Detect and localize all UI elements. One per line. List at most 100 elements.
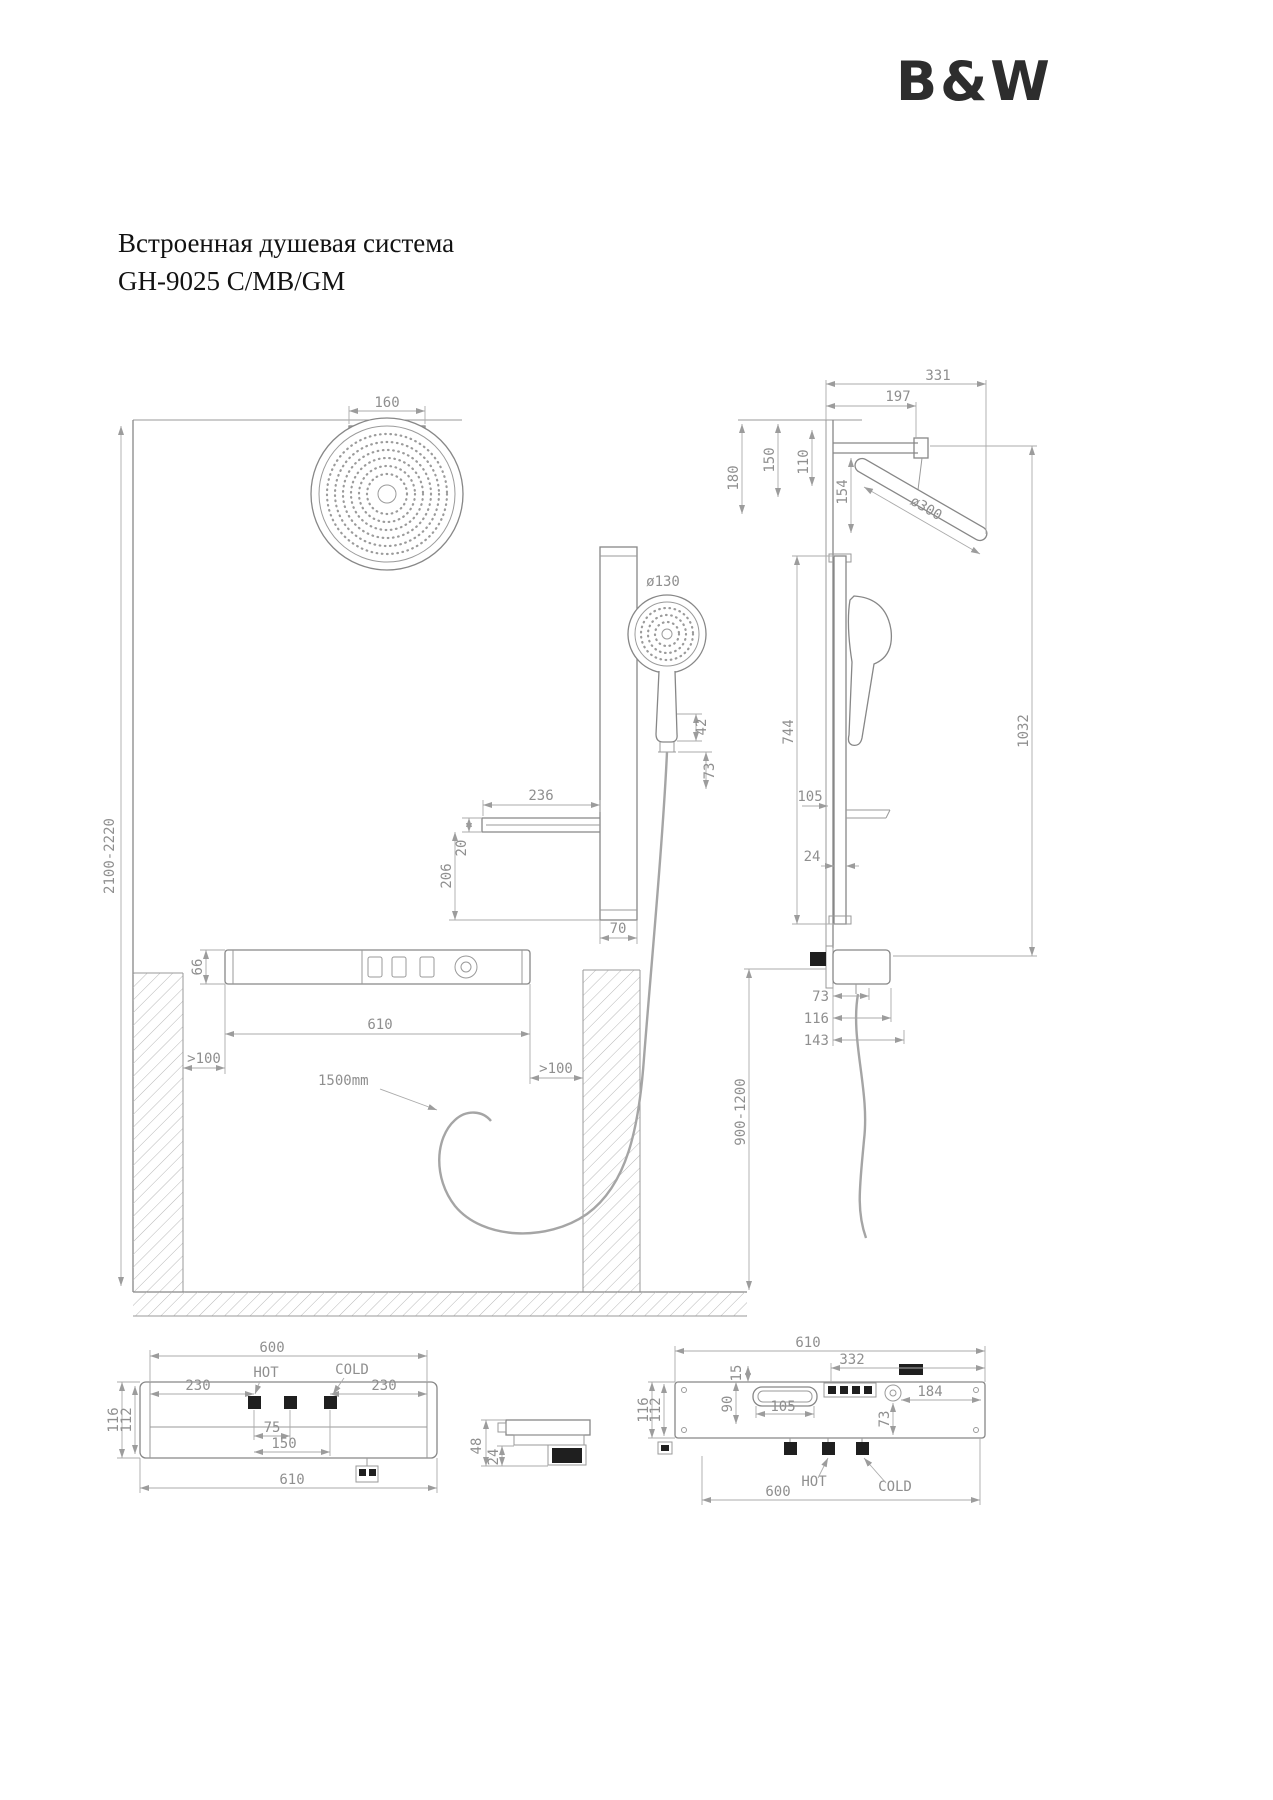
wall-hatch-right-edge — [582, 969, 641, 1292]
dim-label-48: 48 — [469, 1438, 485, 1455]
screw — [973, 1387, 979, 1393]
dim-label-143-side: 143 — [804, 1033, 829, 1049]
dim-label-150-plan: 150 — [271, 1436, 296, 1452]
overhead-shower-hub — [377, 484, 397, 504]
shower-hose — [438, 751, 669, 1235]
shower-column-caps — [600, 555, 637, 911]
dim-label-116-right: 116 — [636, 1397, 652, 1422]
dim-label-197: 197 — [885, 389, 910, 405]
screw — [973, 1427, 979, 1433]
outlet-port-2 — [822, 1442, 835, 1455]
dim-label-105-side: 105 — [797, 789, 822, 805]
dim-label-116-left: 116 — [106, 1407, 122, 1432]
label-hot-right: HOT — [801, 1474, 827, 1490]
dim-label-install-height: 2100-2220 — [102, 818, 118, 894]
cold-leader-right — [863, 1457, 887, 1484]
cold-leader-left — [332, 1377, 345, 1395]
side-tail-pin — [661, 1445, 669, 1451]
dim-label-90: 90 — [720, 1396, 736, 1413]
hand-shower-head — [627, 594, 707, 674]
floor-hatch — [133, 1292, 747, 1316]
dim-line-head-dia — [863, 486, 981, 555]
mixer-knob — [454, 955, 478, 979]
nozzle-ring — [325, 432, 449, 556]
dim-label-min-right: >100 — [539, 1061, 573, 1077]
mixer-button-2 — [391, 956, 407, 978]
dim-label-112-left: 112 — [119, 1407, 135, 1432]
dim-label-332: 332 — [839, 1352, 864, 1368]
hose-leader — [379, 1088, 438, 1111]
dim-label-66: 66 — [190, 959, 206, 976]
port-stems — [789, 1438, 863, 1442]
dim-label-min-left: >100 — [187, 1051, 221, 1067]
mixer-bar-caps — [232, 950, 523, 984]
dim-label-230-left: 230 — [185, 1378, 210, 1394]
hand-shower-handle — [655, 670, 678, 743]
mixer-body-side — [832, 949, 891, 985]
document-title: Встроенная душевая система GH-9025 C/MB/… — [118, 224, 454, 300]
inlet-port-3 — [324, 1396, 337, 1409]
screw — [681, 1387, 687, 1393]
inlet-port-2 — [284, 1396, 297, 1409]
nozzle-ring — [365, 472, 409, 516]
spout-shelf — [481, 817, 600, 833]
wall-hatch-right — [583, 970, 640, 1292]
mixer-bar — [224, 949, 531, 985]
spout-tab — [899, 1364, 923, 1375]
hand-shower-side — [847, 595, 893, 746]
dim-label-73-right: 73 — [877, 1411, 893, 1428]
head-pivot — [913, 437, 929, 459]
dim-label-15: 15 — [729, 1365, 745, 1382]
dim-label-184: 184 — [917, 1384, 942, 1400]
dim-label-112-right: 112 — [648, 1397, 664, 1422]
dim-label-610-right: 610 — [795, 1335, 820, 1351]
head-pivot-link — [917, 457, 923, 491]
dim-label-744: 744 — [781, 719, 797, 744]
overhead-shower-face — [318, 425, 456, 563]
label-cold-left: COLD — [335, 1362, 369, 1378]
dim-label-331: 331 — [925, 368, 950, 384]
dim-label-110: 110 — [796, 449, 812, 474]
bar-bottom-bracket — [828, 915, 852, 925]
section-view-mid: 48 24 — [469, 1419, 591, 1467]
nozzle-ring — [639, 606, 695, 662]
dim-ext-744 — [792, 555, 834, 925]
dim-label-600-left: 600 — [259, 1340, 284, 1356]
outlet-port-3 — [856, 1442, 869, 1455]
outlet-port-1 — [784, 1442, 797, 1455]
hot-leader-left — [254, 1380, 262, 1395]
knob-plan-center — [889, 1389, 897, 1397]
valve-body-plan — [674, 1381, 986, 1439]
bar-section-outlet — [547, 1444, 587, 1466]
dim-label-bar-length: 610 — [367, 1017, 392, 1033]
model-code: GH-9025 C/MB/GM — [118, 266, 346, 296]
hand-shower-hub — [661, 628, 673, 640]
inlet-port-1 — [248, 1396, 261, 1409]
dim-label-610-plan: 610 — [279, 1472, 304, 1488]
dim-label-600-right: 600 — [765, 1484, 790, 1500]
dim-label-230-right: 230 — [371, 1378, 396, 1394]
mixer-knob-center — [460, 961, 472, 973]
dim-label-150: 150 — [762, 447, 778, 472]
mixer-lever — [810, 952, 826, 966]
nozzle-ring — [653, 620, 681, 648]
dim-label-hose-length: 1500mm — [318, 1073, 369, 1089]
bar-section-knob — [497, 1422, 507, 1433]
connector-pin-1 — [359, 1469, 366, 1476]
button-3 — [852, 1386, 860, 1394]
connector-pin-2 — [369, 1469, 376, 1476]
dim-label-206: 206 — [439, 863, 455, 888]
nozzle-ring — [357, 464, 417, 524]
overhead-shower-rim — [310, 417, 464, 571]
mixer-button-1 — [367, 956, 383, 978]
dim-label-24-side: 24 — [804, 849, 821, 865]
dim-label-73-front: 73 — [702, 763, 718, 780]
shelf-recess-inner — [757, 1390, 813, 1403]
dim-label-116-side: 116 — [804, 1011, 829, 1027]
hot-leader-right — [817, 1457, 829, 1479]
button-4 — [864, 1386, 872, 1394]
dim-label-236: 236 — [528, 788, 553, 804]
brand-logo: B&W — [896, 50, 1053, 113]
side-tail-box — [657, 1441, 673, 1455]
label-cold-right: COLD — [878, 1479, 912, 1495]
